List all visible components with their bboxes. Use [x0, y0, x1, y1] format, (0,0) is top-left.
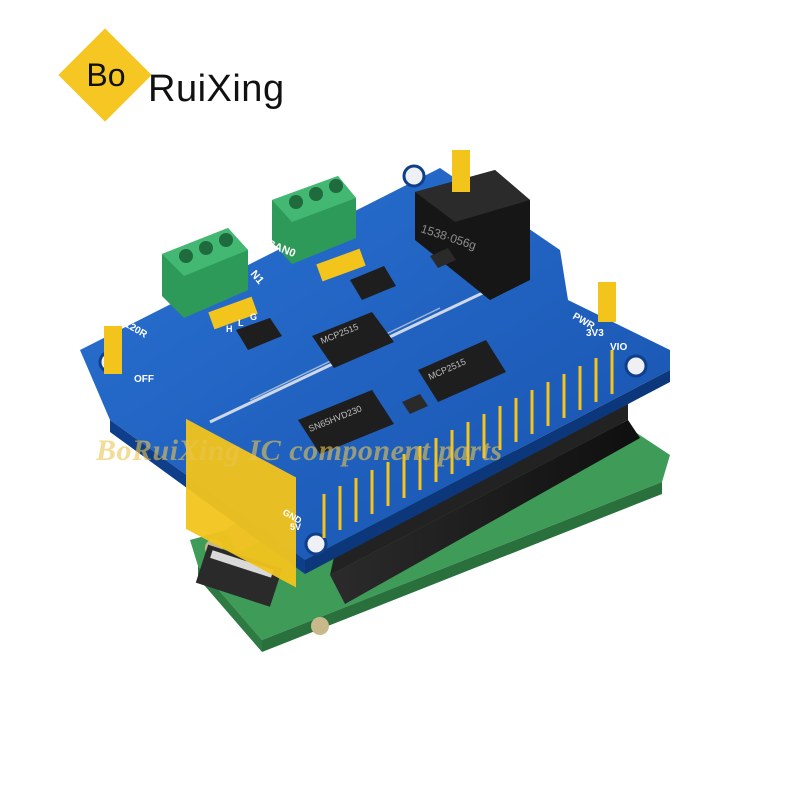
label-off: OFF: [134, 374, 154, 385]
label-5v: 5V: [290, 522, 301, 532]
mount-hole: [311, 617, 329, 635]
stacking-header: [330, 404, 640, 604]
chip-mcp2515-right: MCP2515: [418, 340, 506, 402]
label-l: L: [238, 318, 244, 328]
jumper-pwr: [598, 282, 616, 322]
mount-hole: [624, 354, 648, 378]
label-vio: VIO: [610, 342, 627, 353]
logo-brand-name: RuiXing: [148, 68, 285, 110]
mount-hole: [304, 532, 328, 556]
jumper-can0: [316, 248, 366, 282]
logo-short-text: Bo: [86, 57, 126, 93]
label-h: H: [226, 324, 233, 334]
chip-small-can0: [350, 266, 396, 300]
mount-hole: [402, 164, 426, 188]
label-3v3: 3V3: [586, 328, 604, 339]
jumper-top: [452, 150, 470, 192]
oscillator-block: 1538·056g: [415, 170, 530, 300]
watermark-text: BoRuiXing IC component parts: [96, 434, 503, 467]
chip-mcp2515-upper: MCP2515: [312, 312, 394, 368]
gpio-pins: [322, 350, 614, 538]
label-g: G: [250, 312, 257, 322]
chip-small-can1: [236, 318, 282, 350]
side-header-pins: [186, 418, 296, 588]
jumper-can1: [208, 296, 258, 330]
terminal-block-can0: [272, 176, 356, 264]
terminal-block-can1: [162, 228, 248, 318]
jumper-120r: [104, 326, 122, 374]
